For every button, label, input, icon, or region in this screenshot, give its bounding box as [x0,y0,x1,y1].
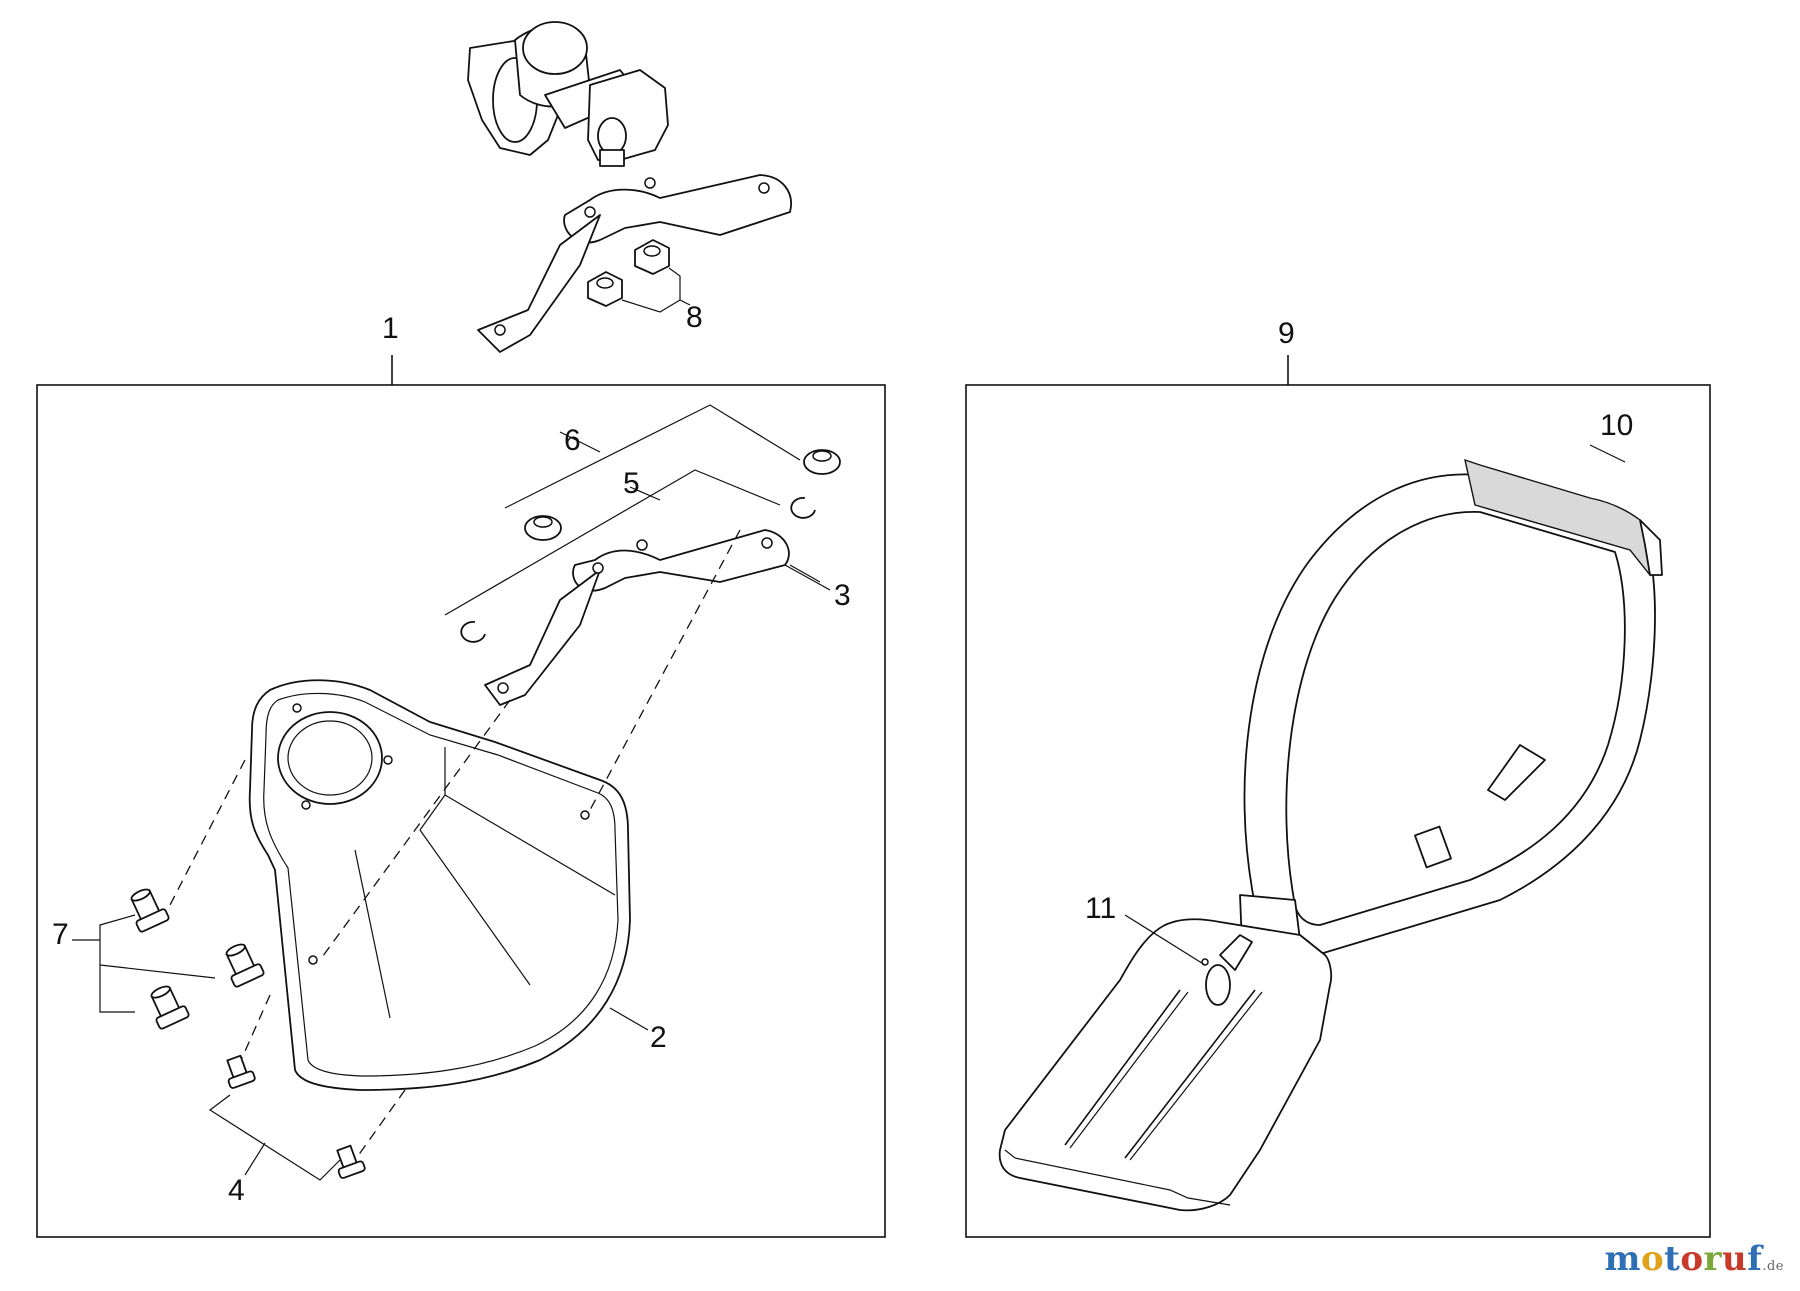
watermark-letter: m [1604,1239,1641,1279]
part-4-screws [226,1054,366,1179]
kit-box-9 [965,384,1711,1238]
bracket-top [477,174,792,353]
callout-6: 6 [564,424,581,457]
watermark-logo: motoruf.de [1604,1239,1784,1279]
leader-lines-right [1124,444,1626,966]
part-11-hook-plate [998,918,1333,1212]
part-10-harness-strap [1239,458,1663,969]
part-3-bracket [484,529,790,706]
watermark-letter: f [1747,1239,1763,1279]
part-2-guard [248,679,631,1091]
watermark-letter: t [1664,1239,1681,1279]
callout-2: 2 [650,1021,667,1054]
callout-7: 7 [52,918,69,951]
leader-lines-left [72,404,831,1181]
callout-1: 1 [382,312,399,345]
callout-labels: 1 2 3 4 5 6 7 8 9 10 11 [52,301,1633,1207]
watermark-letter: o [1640,1239,1665,1279]
callout-10: 10 [1600,409,1633,442]
watermark-letter: o [1680,1239,1704,1279]
watermark-letter: u [1721,1239,1748,1279]
callout-11: 11 [1085,892,1116,925]
part-5-clips [460,497,816,643]
kit-box-1 [36,384,886,1238]
callout-9: 9 [1278,317,1295,350]
part-6-nuts [524,449,841,541]
gear-head-assembly [467,21,669,167]
callout-8: 8 [686,301,703,334]
watermark-letter: r [1703,1239,1722,1279]
nuts-top [587,239,691,313]
watermark-tld: .de [1762,1259,1784,1274]
callout-4: 4 [228,1174,245,1207]
callout-3: 3 [834,579,851,612]
watermark-text: motoruf [1604,1239,1762,1279]
part-7-bolts [130,888,265,1030]
callout-5: 5 [623,467,640,500]
assembly-dash-lines [169,529,741,1161]
